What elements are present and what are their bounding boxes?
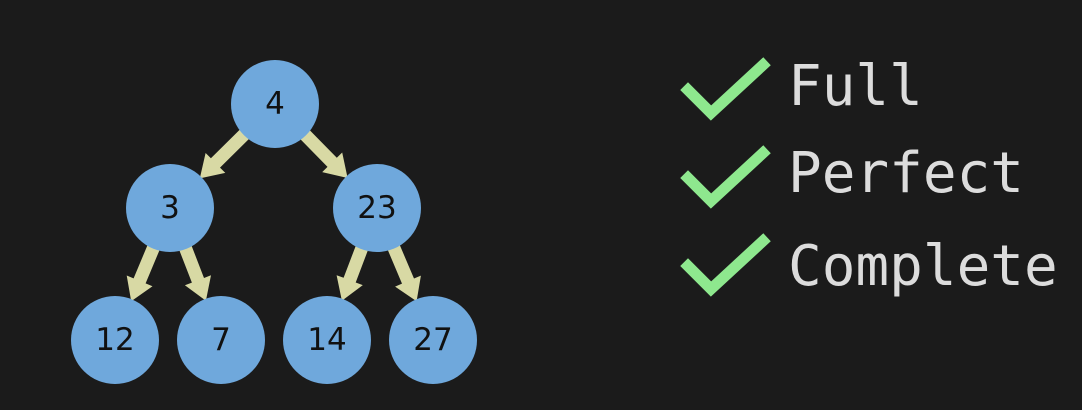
- tree-node-value: 23: [357, 190, 396, 226]
- checklist-label-perfect: Perfect: [788, 141, 1024, 206]
- checklist-label-complete: Complete: [788, 234, 1058, 299]
- tree-node-value: 27: [413, 322, 452, 358]
- tree-node-circle: [231, 60, 319, 148]
- tree-node: 12: [71, 296, 159, 384]
- tree-edges: [126, 126, 421, 302]
- tree-node-value: 7: [211, 322, 231, 358]
- checkmark-icon: [680, 233, 771, 297]
- tree-node: 7: [177, 296, 265, 384]
- tree-node: 4: [231, 60, 319, 148]
- checklist-item-perfect: Perfect: [680, 141, 1024, 209]
- tree-node-value: 3: [160, 190, 180, 226]
- tree-node-circle: [177, 296, 265, 384]
- tree-node-circle: [126, 164, 214, 252]
- tree-node: 23: [333, 164, 421, 252]
- checklist-item-complete: Complete: [680, 233, 1058, 299]
- tree-node: 27: [389, 296, 477, 384]
- tree-edge-arrow: [177, 241, 211, 301]
- checklist: Full Perfect Complete: [680, 54, 1058, 299]
- tree-node-value: 12: [95, 322, 134, 358]
- tree-node-circle: [389, 296, 477, 384]
- tree-node-value: 14: [307, 322, 346, 358]
- tree-node: 3: [126, 164, 214, 252]
- tree-node-circle: [283, 296, 371, 384]
- tree-node-value: 4: [265, 86, 285, 122]
- checklist-label-full: Full: [788, 54, 923, 119]
- tree-nodes: 4 3 23 12 7 14 27: [71, 60, 477, 384]
- tree-node: 14: [283, 296, 371, 384]
- tree-node-circle: [333, 164, 421, 252]
- tree-edge-arrow: [199, 126, 253, 179]
- checkmark-icon: [680, 57, 771, 121]
- tree-edge-arrow: [297, 126, 348, 178]
- tree-edge-arrow: [336, 241, 370, 301]
- tree-edge-arrow: [126, 240, 162, 302]
- checkmark-icon: [680, 145, 771, 209]
- tree-edge-arrow: [385, 240, 421, 302]
- checklist-item-full: Full: [680, 54, 923, 121]
- tree-node-circle: [71, 296, 159, 384]
